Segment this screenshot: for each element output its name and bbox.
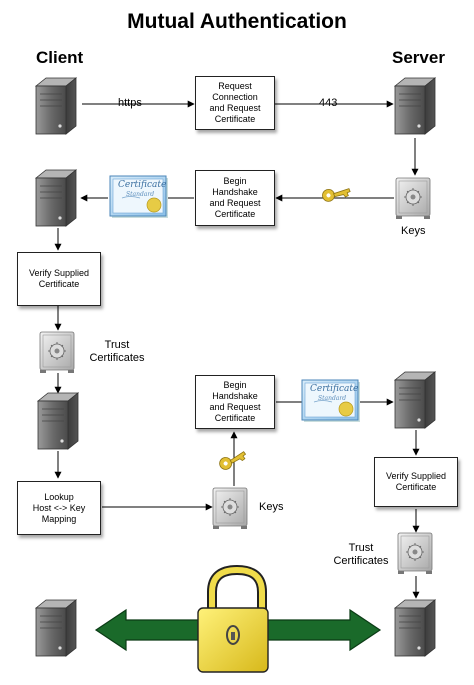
client-server-bottom (35, 599, 77, 657)
server-server-1 (394, 77, 436, 135)
begin-handshake-client-box: Begin Handshake and Request Certificate (195, 375, 275, 429)
client-server-3 (37, 392, 79, 450)
client-keys-safe-icon (212, 487, 248, 530)
client-keys-label: Keys (259, 501, 284, 513)
server-header: Server (392, 48, 445, 67)
padlock-icon (197, 564, 269, 673)
lookup-host-key-box: Lookup Host <-> Key Mapping (17, 481, 101, 535)
server-trust-safe-icon (397, 532, 433, 575)
key-icon-2 (216, 443, 249, 477)
client-trust-safe-icon (39, 331, 75, 374)
port-443-label: 443 (319, 97, 338, 109)
certificate-1-sub: Standard (126, 191, 155, 198)
key-icon-1 (319, 177, 353, 210)
https-label: https (118, 97, 142, 109)
server-server-bottom (394, 599, 436, 657)
server-server-2 (394, 371, 436, 429)
certificate-1-script: Certificate (118, 180, 167, 190)
client-server-2 (35, 169, 77, 227)
server-trust-label: Trust Certificates (333, 542, 389, 567)
verify-certificate-server-box: Verify Supplied Certificate (374, 457, 458, 507)
diagram-title: Mutual Authentication (127, 10, 347, 33)
server-keys-label: Keys (401, 225, 426, 237)
client-header: Client (36, 48, 84, 67)
client-server-1 (35, 77, 77, 135)
client-trust-label: Trust Certificates (89, 339, 145, 364)
begin-handshake-server-box: Begin Handshake and Request Certificate (195, 170, 275, 226)
request-connection-box: Request Connection and Request Certifica… (195, 76, 275, 130)
certificate-2-sub: Standard (318, 395, 347, 402)
verify-certificate-client-box: Verify Supplied Certificate (17, 252, 101, 306)
certificate-2-script: Certificate (310, 384, 359, 394)
server-keys-safe-icon (395, 177, 431, 220)
